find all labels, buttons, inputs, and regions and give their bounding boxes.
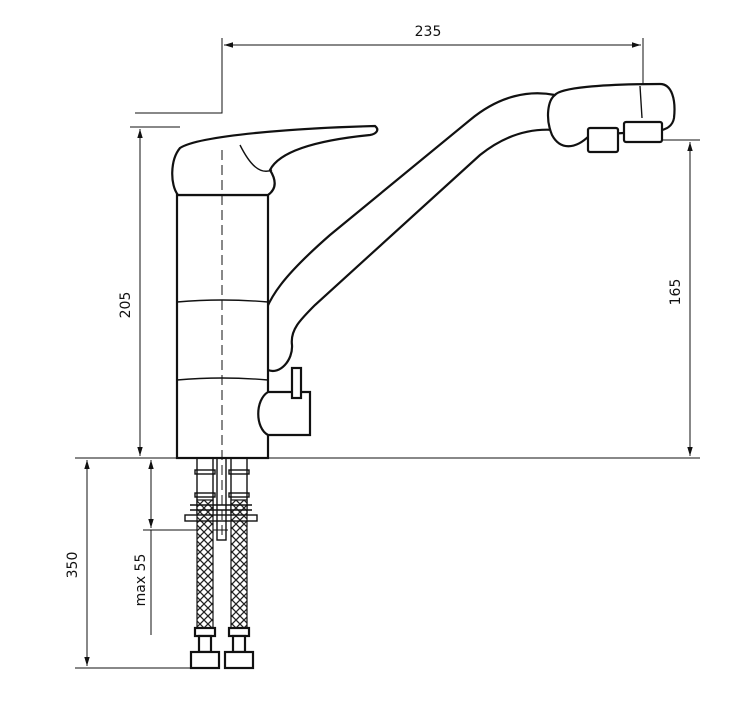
dimension-label-205: 205 <box>118 292 134 319</box>
dimension-max-thickness: max 55 <box>133 460 228 635</box>
dimension-spout-reach: 235 <box>135 24 644 114</box>
dimension-total-height: 205 <box>118 126 180 456</box>
dimension-label-350: 350 <box>65 552 81 579</box>
filter-valve <box>257 366 312 437</box>
lever-handle <box>171 124 379 197</box>
supply-hose-left <box>189 457 221 670</box>
dimension-hose-length: 350 <box>65 460 200 669</box>
mounting-stud <box>184 457 258 541</box>
supply-hose-right <box>223 457 255 670</box>
dimension-label-165: 165 <box>668 279 684 306</box>
dimension-spout-height: 165 <box>660 139 700 456</box>
dimension-label-235: 235 <box>415 24 442 40</box>
dimension-label-max-55: max 55 <box>133 554 149 607</box>
spout <box>260 92 557 373</box>
spout-head <box>546 82 676 154</box>
